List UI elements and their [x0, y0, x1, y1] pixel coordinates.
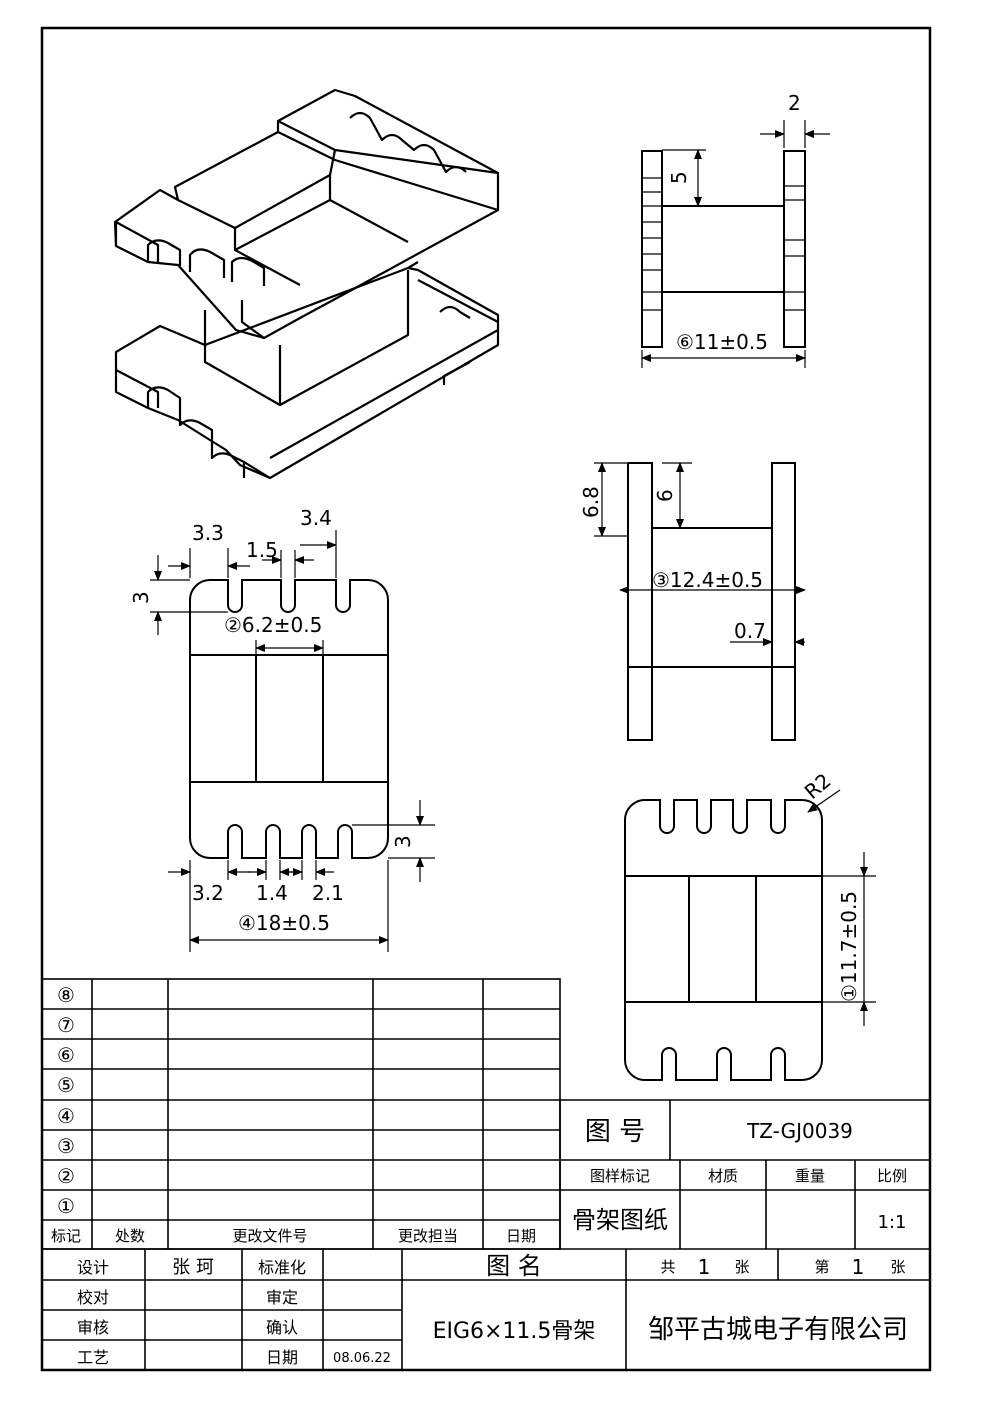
date-value: 08.06.22 — [333, 1351, 391, 1366]
rev-row-5: ⑤ — [57, 1073, 75, 1097]
drawing-no-label: 图 号 — [585, 1117, 645, 1147]
bottom-view-outline — [624, 799, 823, 1081]
zhang-1: 张 — [734, 1258, 749, 1276]
material-label: 材质 — [708, 1167, 738, 1185]
side-view-top — [641, 120, 830, 368]
rev-header-count: 处数 — [115, 1227, 145, 1245]
rev-header-owner: 更改担当 — [398, 1227, 458, 1245]
rev-row-7: ⑦ — [57, 1013, 75, 1037]
dim-3-3: 3.3 — [192, 521, 224, 545]
drawing-no: TZ-GJ0039 — [746, 1119, 853, 1143]
dim-0-7: 0.7 — [734, 619, 766, 643]
confirm-label: 确认 — [266, 1318, 298, 1337]
top-view — [150, 530, 435, 952]
dim-18: ④18±0.5 — [238, 911, 330, 935]
side-view-middle — [594, 462, 806, 741]
sample-mark-label: 图样标记 — [590, 1167, 650, 1185]
isometric-view — [113, 88, 500, 480]
dim-1-4: 1.4 — [256, 881, 288, 905]
zhang-2: 张 — [890, 1258, 905, 1276]
rev-row-6: ⑥ — [57, 1043, 75, 1067]
revision-table — [41, 978, 930, 1250]
total-sheets: 1 — [698, 1255, 711, 1279]
iso-bottom-flange — [114, 266, 500, 480]
dim-3-bottom: 3 — [391, 835, 415, 848]
sheet-no: 1 — [852, 1255, 865, 1279]
rev-row-3: ③ — [57, 1134, 75, 1158]
bottom-view — [624, 789, 876, 1081]
dim-6: 6 — [653, 489, 677, 502]
dim-1-5: 1.5 — [246, 538, 278, 562]
sheet-label: 第 — [814, 1258, 829, 1276]
dim-11: ⑥11±0.5 — [676, 330, 768, 354]
scale-label: 比例 — [877, 1167, 907, 1185]
name-label: 图 名 — [486, 1252, 542, 1280]
rev-header-date: 日期 — [506, 1227, 536, 1245]
sheet-title: 骨架图纸 — [572, 1206, 668, 1234]
audit-label: 审核 — [77, 1318, 109, 1337]
rev-row-8: ⑧ — [57, 983, 75, 1007]
weight-label: 重量 — [795, 1167, 825, 1185]
standard-label: 标准化 — [258, 1258, 306, 1277]
review-label: 审定 — [266, 1288, 298, 1307]
process-label: 工艺 — [77, 1348, 109, 1367]
top-view-outline — [189, 579, 389, 859]
design-label: 设计 — [77, 1258, 109, 1277]
iso-core-body — [203, 270, 410, 407]
dim-11-7: ①11.7±0.5 — [837, 891, 861, 1002]
dim-5: 5 — [667, 171, 691, 184]
company-name: 邹平古城电子有限公司 — [648, 1315, 908, 1345]
dim-2-1: 2.1 — [312, 881, 344, 905]
drawing-frame — [40, 26, 932, 1372]
iso-top-flange — [113, 88, 500, 340]
dim-6-8: 6.8 — [579, 486, 603, 518]
scale-value: 1:1 — [878, 1212, 907, 1233]
dim-r2: R2 — [800, 768, 836, 803]
rev-row-2: ② — [57, 1164, 75, 1188]
rev-row-4: ④ — [57, 1104, 75, 1128]
part-name: EIG6×11.5骨架 — [433, 1319, 596, 1344]
date-label: 日期 — [266, 1348, 298, 1367]
rev-header-doc: 更改文件号 — [232, 1227, 307, 1245]
title-block — [42, 1100, 930, 1370]
dim-3-4: 3.4 — [300, 506, 332, 530]
check-label: 校对 — [77, 1288, 109, 1307]
dim-2: 2 — [788, 91, 801, 115]
rev-header-mark: 标记 — [51, 1227, 81, 1245]
dim-3-2: 3.2 — [192, 881, 224, 905]
dim-6-2: ②6.2±0.5 — [224, 613, 322, 637]
rev-row-1: ① — [57, 1194, 75, 1218]
total-label: 共 — [660, 1258, 675, 1276]
dim-12-4: ③12.4±0.5 — [652, 568, 763, 592]
dim-3-top: 3 — [129, 591, 153, 604]
designer-name: 张 珂 — [172, 1257, 214, 1278]
